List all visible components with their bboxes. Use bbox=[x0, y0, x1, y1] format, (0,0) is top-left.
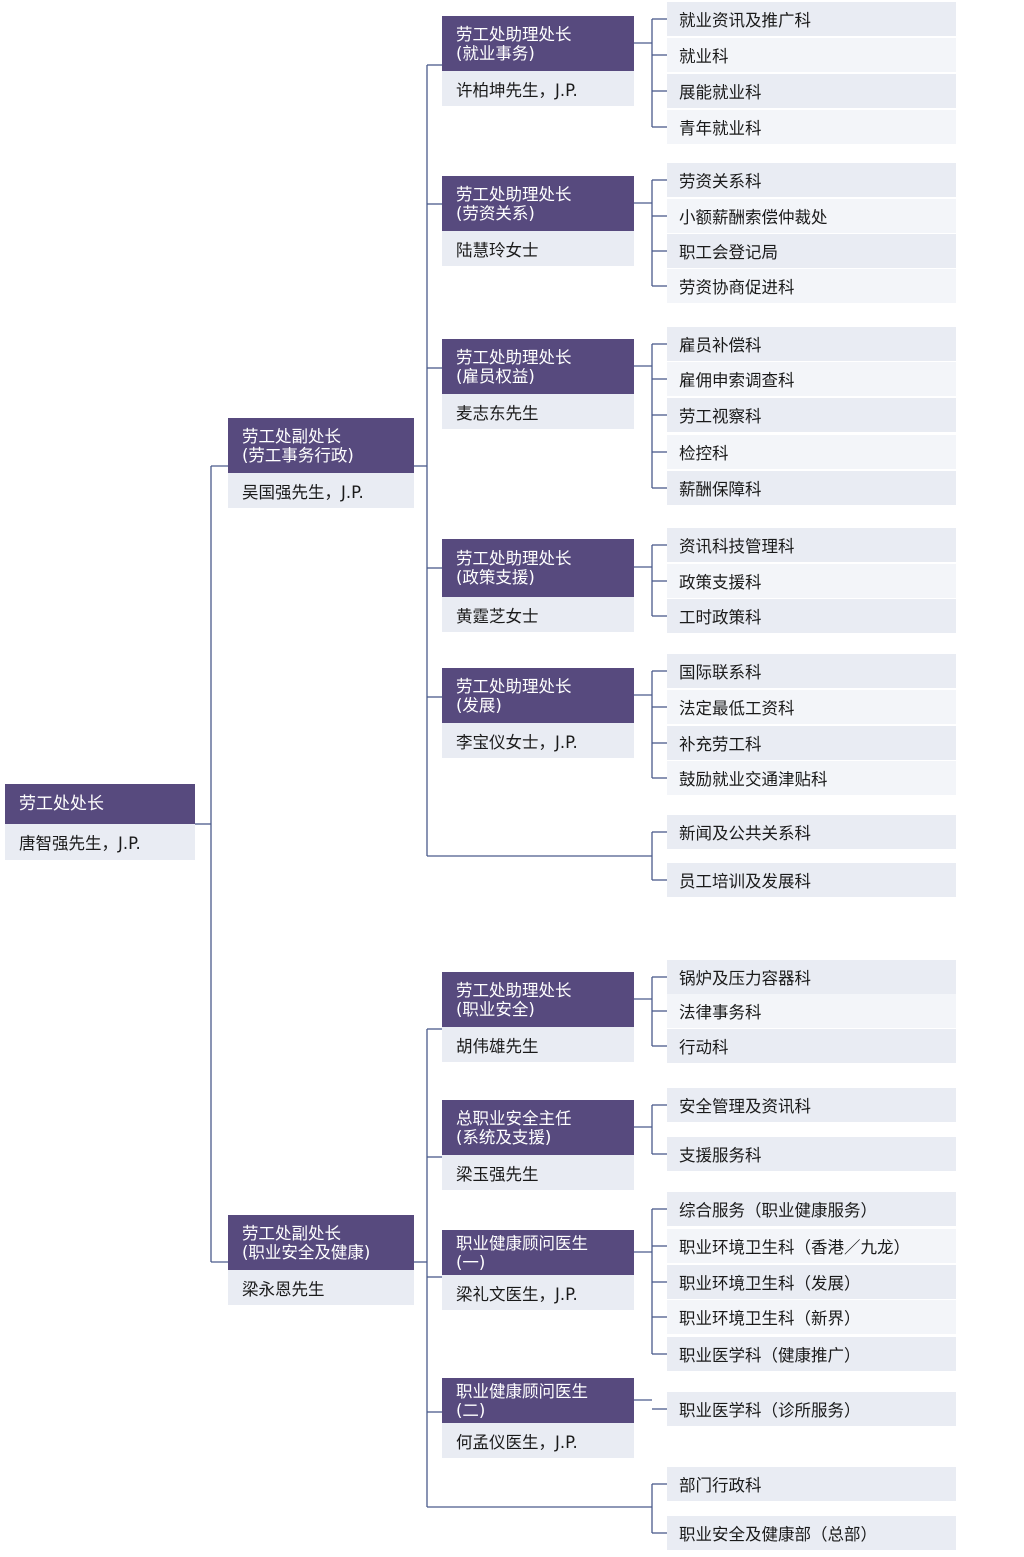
section-box: 锅炉及压力容器科 bbox=[667, 960, 956, 994]
section-box: 法定最低工资科 bbox=[667, 690, 956, 724]
section-box: 职业环境卫生科（发展） bbox=[667, 1265, 956, 1299]
section-box: 工时政策科 bbox=[667, 599, 956, 633]
group-occupational-safety-title-line2: (职业安全) bbox=[456, 999, 535, 1019]
group-employees-rights-name: 麦志东先生 bbox=[442, 394, 634, 429]
section-box: 雇员补偿科 bbox=[667, 327, 956, 361]
section-box: 展能就业科 bbox=[667, 74, 956, 108]
section-box: 法律事务科 bbox=[667, 994, 956, 1028]
deputy-labour-admin-title: 劳工处副处长 (劳工事务行政) bbox=[228, 418, 414, 473]
group-health-consultant-1-title-line2: (一) bbox=[456, 1252, 486, 1272]
deputy-osh-title-line1: 劳工处副处长 bbox=[242, 1223, 341, 1243]
group-employees-rights-title: 劳工处助理处长(雇员权益) bbox=[442, 339, 634, 394]
node-director-name: 唐智强先生，J.P. bbox=[5, 824, 195, 860]
node-group-systems-support: 总职业安全主任(系统及支援) 梁玉强先生 bbox=[442, 1100, 634, 1190]
node-group-employees-rights: 劳工处助理处长(雇员权益) 麦志东先生 bbox=[442, 339, 634, 429]
section-box: 劳资协商促进科 bbox=[667, 269, 956, 303]
group-occupational-safety-name: 胡伟雄先生 bbox=[442, 1027, 634, 1062]
section-box: 劳资关系科 bbox=[667, 163, 956, 197]
group-health-consultant-1-name: 梁礼文医生，J.P. bbox=[442, 1275, 634, 1310]
node-group-occupational-safety: 劳工处助理处长(职业安全) 胡伟雄先生 bbox=[442, 972, 634, 1062]
deputy-labour-admin-title-line1: 劳工处副处长 bbox=[242, 426, 341, 446]
group-labour-relations-title-line1: 劳工处助理处长 bbox=[456, 184, 572, 204]
section-box: 就业资讯及推广科 bbox=[667, 2, 956, 36]
section-box: 薪酬保障科 bbox=[667, 471, 956, 505]
group-policy-support-title-line1: 劳工处助理处长 bbox=[456, 549, 572, 568]
group-systems-support-title-line1: 总职业安全主任 bbox=[456, 1108, 572, 1128]
section-box: 职业环境卫生科（香港／九龙） bbox=[667, 1229, 956, 1263]
section-box: 支援服务科 bbox=[667, 1137, 956, 1171]
section-box: 资讯科技管理科 bbox=[667, 528, 956, 562]
section-box: 雇佣申索调查科 bbox=[667, 362, 956, 396]
section-box: 行动科 bbox=[667, 1029, 956, 1063]
group-development-title: 劳工处助理处长(发展) bbox=[442, 668, 634, 723]
group-employment-title-line1: 劳工处助理处长 bbox=[456, 24, 572, 44]
node-deputy-osh: 劳工处副处长 (职业安全及健康) 梁永恩先生 bbox=[228, 1215, 414, 1305]
group-development-name: 李宝仪女士，J.P. bbox=[442, 723, 634, 758]
group-health-consultant-2-name: 何孟仪医生，J.P. bbox=[442, 1423, 634, 1458]
node-deputy-labour-admin: 劳工处副处长 (劳工事务行政) 吴国强先生，J.P. bbox=[228, 418, 414, 508]
section-box: 职业环境卫生科（新界） bbox=[667, 1300, 956, 1334]
section-box: 新闻及公共关系科 bbox=[667, 815, 956, 849]
section-box: 青年就业科 bbox=[667, 110, 956, 144]
group-employees-rights-title-line1: 劳工处助理处长 bbox=[456, 347, 572, 367]
director-title-text: 劳工处处长 bbox=[19, 793, 104, 814]
deputy-labour-admin-name: 吴国强先生，J.P. bbox=[228, 473, 414, 508]
section-box: 职工会登记局 bbox=[667, 234, 956, 268]
group-labour-relations-title: 劳工处助理处长(劳资关系) bbox=[442, 176, 634, 231]
section-box: 职业安全及健康部（总部） bbox=[667, 1516, 956, 1550]
deputy-osh-name: 梁永恩先生 bbox=[228, 1270, 414, 1305]
group-systems-support-name: 梁玉强先生 bbox=[442, 1155, 634, 1190]
group-health-consultant-2-title: 职业健康顾问医生(二) bbox=[442, 1378, 634, 1423]
node-director-title: 劳工处处长 bbox=[5, 784, 195, 824]
group-development-title-line1: 劳工处助理处长 bbox=[456, 676, 572, 696]
group-health-consultant-2-title-line1: 职业健康顾问医生 bbox=[456, 1381, 588, 1401]
group-employment-title: 劳工处助理处长(就业事务) bbox=[442, 16, 634, 71]
deputy-osh-title-line2: (职业安全及健康) bbox=[242, 1242, 371, 1262]
section-box: 补充劳工科 bbox=[667, 726, 956, 760]
node-group-development: 劳工处助理处长(发展) 李宝仪女士，J.P. bbox=[442, 668, 634, 758]
section-box: 安全管理及资讯科 bbox=[667, 1088, 956, 1122]
group-health-consultant-1-title: 职业健康顾问医生(一) bbox=[442, 1230, 634, 1275]
node-group-policy-support: 劳工处助理处长(政策支援) 黄霆芝女士 bbox=[442, 539, 634, 632]
node-group-labour-relations: 劳工处助理处长(劳资关系) 陆慧玲女士 bbox=[442, 176, 634, 266]
node-director: 劳工处处长 唐智强先生，J.P. bbox=[5, 784, 195, 860]
section-box: 检控科 bbox=[667, 435, 956, 469]
section-box: 政策支援科 bbox=[667, 564, 956, 598]
section-box: 职业医学科（诊所服务） bbox=[667, 1392, 956, 1426]
group-occupational-safety-title-line1: 劳工处助理处长 bbox=[456, 980, 572, 1000]
group-employees-rights-title-line2: (雇员权益) bbox=[456, 366, 535, 386]
group-health-consultant-1-title-line1: 职业健康顾问医生 bbox=[456, 1233, 588, 1253]
node-group-health-consultant-2: 职业健康顾问医生(二) 何孟仪医生，J.P. bbox=[442, 1378, 634, 1458]
section-box: 就业科 bbox=[667, 38, 956, 72]
group-health-consultant-2-title-line2: (二) bbox=[456, 1400, 486, 1420]
group-policy-support-title-line2: (政策支援) bbox=[456, 568, 535, 587]
section-box: 劳工视察科 bbox=[667, 398, 956, 432]
section-box: 职业医学科（健康推广） bbox=[667, 1337, 956, 1371]
section-box: 小额薪酬索偿仲裁处 bbox=[667, 199, 956, 233]
deputy-labour-admin-title-line2: (劳工事务行政) bbox=[242, 445, 354, 465]
node-group-health-consultant-1: 职业健康顾问医生(一) 梁礼文医生，J.P. bbox=[442, 1230, 634, 1310]
group-employment-title-line2: (就业事务) bbox=[456, 43, 535, 63]
node-group-employment: 劳工处助理处长(就业事务) 许柏坤先生，J.P. bbox=[442, 16, 634, 106]
section-box: 员工培训及发展科 bbox=[667, 863, 956, 897]
group-systems-support-title: 总职业安全主任(系统及支援) bbox=[442, 1100, 634, 1155]
group-policy-support-title: 劳工处助理处长(政策支援) bbox=[442, 539, 634, 597]
group-systems-support-title-line2: (系统及支援) bbox=[456, 1127, 552, 1147]
group-labour-relations-name: 陆慧玲女士 bbox=[442, 231, 634, 266]
group-development-title-line2: (发展) bbox=[456, 695, 502, 715]
section-box: 国际联系科 bbox=[667, 654, 956, 688]
deputy-osh-title: 劳工处副处长 (职业安全及健康) bbox=[228, 1215, 414, 1270]
group-employment-name: 许柏坤先生，J.P. bbox=[442, 71, 634, 106]
section-box: 部门行政科 bbox=[667, 1467, 956, 1501]
group-policy-support-name: 黄霆芝女士 bbox=[442, 597, 634, 632]
section-box: 综合服务（职业健康服务） bbox=[667, 1192, 956, 1226]
group-labour-relations-title-line2: (劳资关系) bbox=[456, 203, 535, 223]
group-occupational-safety-title: 劳工处助理处长(职业安全) bbox=[442, 972, 634, 1027]
section-box: 鼓励就业交通津贴科 bbox=[667, 761, 956, 795]
